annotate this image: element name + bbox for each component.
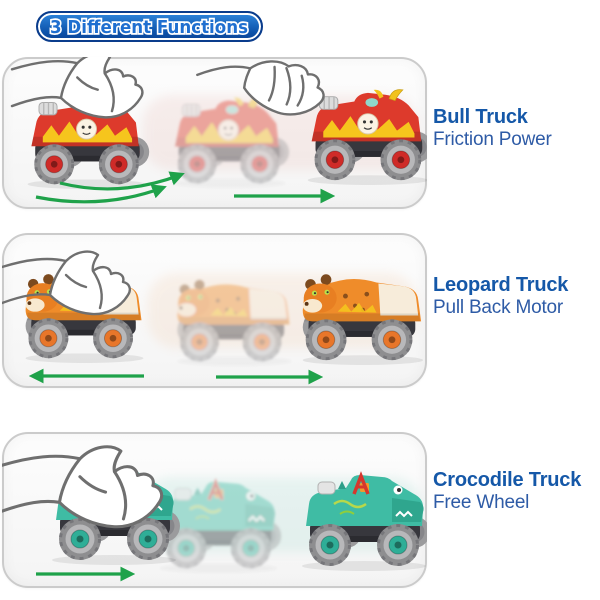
bull-truck-label-block: Bull Truck Friction Power	[433, 106, 600, 151]
truck-feature-label: Friction Power	[433, 129, 552, 151]
truck-feature-label: Pull Back Motor	[433, 297, 564, 319]
panel-bull-truck	[2, 57, 427, 209]
pushing-hand-icon	[2, 445, 164, 529]
pulling-hand-icon	[2, 250, 132, 316]
truck-name-label: Bull Truck	[433, 106, 528, 128]
truck-feature-label: Free Wheel	[433, 492, 530, 514]
pressing-hand-icon	[10, 57, 144, 119]
truck-name-label: Leopard Truck	[433, 274, 569, 296]
leopard-truck-label-block: Leopard Truck Pull Back Motor	[433, 274, 600, 319]
truck-name-label: Crocodile Truck	[433, 469, 582, 491]
leopard-truck-ghost	[177, 280, 291, 366]
leopard-sequence-illustration	[2, 250, 427, 385]
title-banner-art: 3 Different Functions	[48, 15, 249, 39]
title-banner: 3 Different Functions	[36, 11, 263, 42]
panel-leopard-truck	[2, 233, 427, 388]
title-text: 3 Different Functions	[50, 17, 248, 38]
bull-truck-end	[308, 90, 427, 185]
crocodile-truck-label-block: Crocodile Truck Free Wheel	[433, 469, 600, 514]
panel-crocodile-truck	[2, 432, 427, 588]
leopard-truck-end	[303, 274, 423, 365]
crocodile-sequence-illustration	[2, 445, 427, 582]
bull-sequence-illustration	[10, 57, 427, 204]
curved-forward-arrows-icon	[35, 171, 185, 204]
